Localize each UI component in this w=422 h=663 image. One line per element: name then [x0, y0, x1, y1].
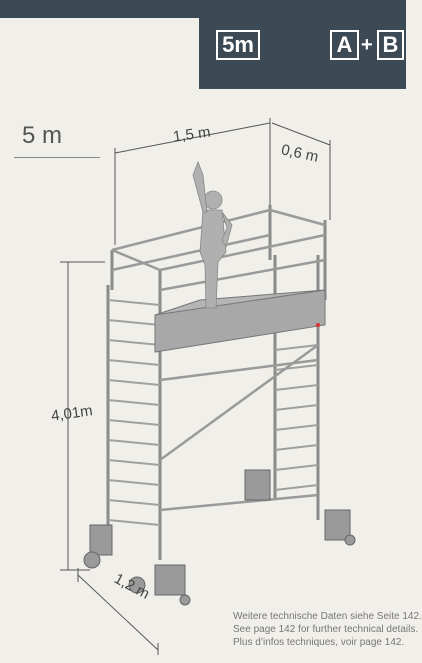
scaffold-illustration [60, 118, 356, 655]
castor-wheels [83, 469, 356, 606]
person-figure [192, 160, 233, 309]
badge-a: A [330, 30, 359, 60]
top-bar [0, 0, 406, 18]
marker-dot [316, 323, 320, 327]
note-en: See page 142 for further technical detai… [233, 624, 419, 635]
side-label-rule [14, 157, 100, 158]
ladder-rungs [107, 299, 319, 526]
height-badge: 5m [216, 30, 260, 60]
badge-b: B [377, 30, 404, 60]
header-badge-block [199, 18, 406, 89]
platform-toeboard [154, 289, 326, 353]
note-de: Weitere technische Daten siehe Seite 142… [233, 611, 422, 622]
badge-plus: + [361, 34, 373, 56]
side-height-label: 5 m [22, 122, 63, 149]
technical-notes: Weitere technische Daten siehe Seite 142… [233, 610, 422, 649]
braces-and-rails [111, 208, 326, 512]
note-fr: Plus d’infos techniques, voir page 142. [233, 637, 405, 648]
dimension-lines [60, 118, 331, 655]
